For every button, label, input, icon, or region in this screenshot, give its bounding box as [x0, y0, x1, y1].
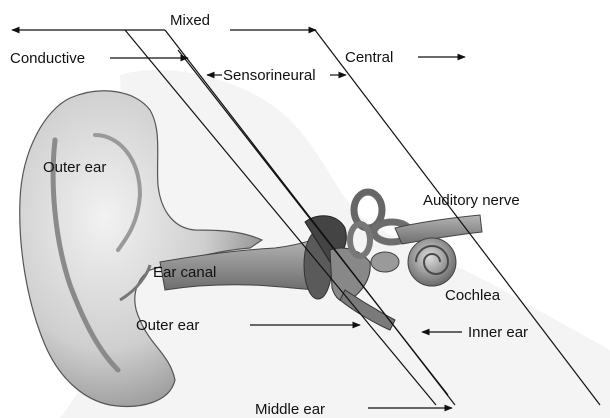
- label-sensorineural: Sensorineural: [223, 67, 316, 84]
- label-auditory-nerve: Auditory nerve: [423, 192, 520, 209]
- label-inner-ear: Inner ear: [468, 324, 528, 341]
- label-mixed: Mixed: [170, 12, 210, 29]
- label-outer-ear-bottom: Outer ear: [136, 317, 199, 334]
- label-middle-ear: Middle ear: [255, 401, 325, 418]
- label-conductive: Conductive: [10, 50, 85, 67]
- label-ear-canal: Ear canal: [153, 264, 216, 281]
- label-cochlea: Cochlea: [445, 287, 501, 304]
- label-central: Central: [345, 49, 393, 66]
- label-outer-ear-top: Outer ear: [43, 159, 106, 176]
